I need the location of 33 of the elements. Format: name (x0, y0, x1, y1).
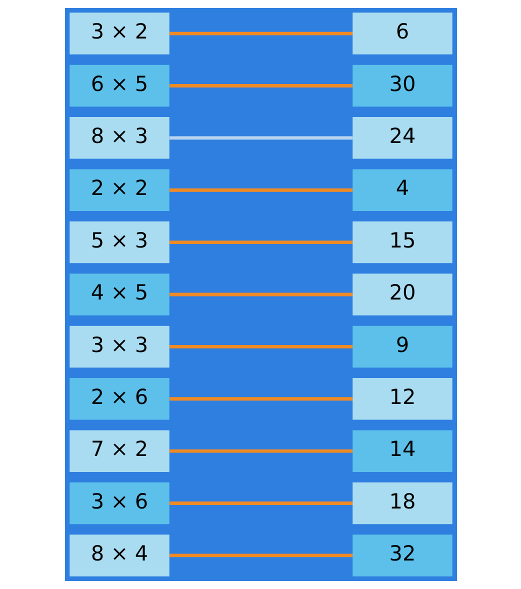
connector (169, 188, 352, 192)
node-box: 3 × 2 (69, 12, 169, 54)
connector (169, 397, 352, 401)
connector (169, 136, 352, 140)
connector (169, 240, 352, 244)
node-box: 20 (352, 274, 452, 316)
node-box: 5 × 3 (69, 221, 169, 264)
node-box: 4 × 5 (69, 274, 169, 316)
node-box: 8 × 3 (69, 117, 169, 159)
node-box: 3 × 6 (69, 482, 169, 524)
node-box: 7 × 2 (69, 430, 169, 472)
node-box: 32 (352, 534, 452, 576)
node-box: 18 (352, 482, 452, 524)
connector (169, 344, 352, 348)
node-box: 9 (352, 326, 452, 368)
node-box: 30 (352, 64, 452, 107)
node-box: 2 × 2 (69, 169, 169, 211)
connector (169, 554, 352, 558)
node-box: 4 (352, 169, 452, 211)
connector (169, 84, 352, 88)
connector (169, 449, 352, 453)
node-box: 6 (352, 12, 452, 54)
connector (169, 292, 352, 296)
node-box: 3 × 3 (69, 326, 169, 368)
node-box: 2 × 6 (69, 378, 169, 420)
connector (169, 502, 352, 505)
node-box: 12 (352, 378, 452, 420)
node-box: 14 (352, 430, 452, 472)
node-box: 8 × 4 (69, 534, 169, 576)
node-box: 15 (352, 221, 452, 264)
node-box: 24 (352, 117, 452, 159)
connector (169, 32, 352, 36)
node-box: 6 × 5 (69, 64, 169, 107)
